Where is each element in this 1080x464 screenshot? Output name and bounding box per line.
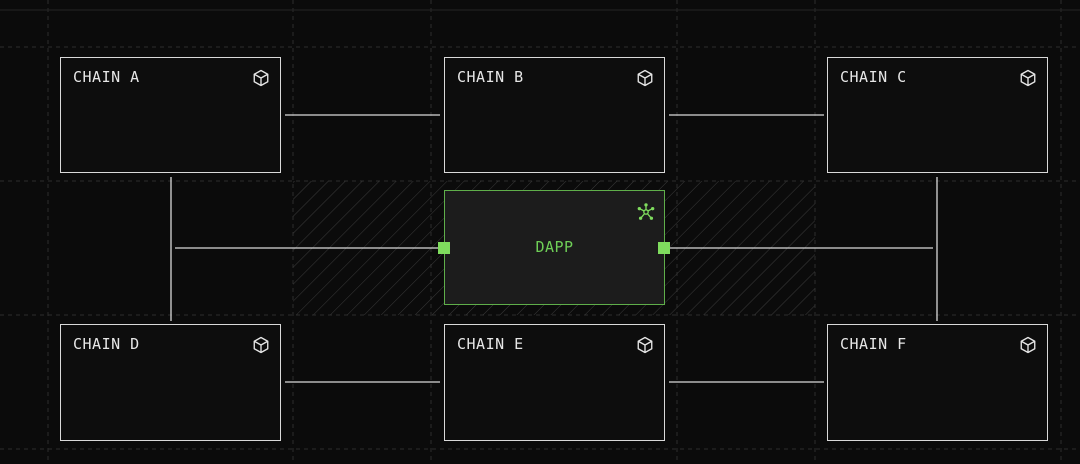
network-hub-icon — [637, 203, 655, 220]
dapp-node[interactable]: DAPP — [444, 190, 665, 305]
chain-d-label: CHAIN D — [73, 335, 140, 353]
chain-b-node[interactable]: CHAIN B — [444, 57, 665, 173]
chain-a-node[interactable]: CHAIN A — [60, 57, 281, 173]
connector-lines — [170, 114, 938, 383]
chain-c-node[interactable]: CHAIN C — [827, 57, 1048, 173]
chain-c-label: CHAIN C — [840, 68, 907, 86]
cube-icon — [253, 336, 269, 354]
chain-d-node[interactable]: CHAIN D — [60, 324, 281, 441]
chain-f-label: CHAIN F — [840, 335, 907, 353]
cube-icon — [1020, 336, 1036, 354]
chain-b-label: CHAIN B — [457, 68, 524, 86]
dapp-left-port[interactable] — [438, 242, 450, 254]
chain-f-node[interactable]: CHAIN F — [827, 324, 1048, 441]
chain-e-label: CHAIN E — [457, 335, 524, 353]
dapp-right-port[interactable] — [658, 242, 670, 254]
cube-icon — [637, 336, 653, 354]
cube-icon — [637, 69, 653, 87]
cube-icon — [253, 69, 269, 87]
chain-a-label: CHAIN A — [73, 68, 140, 86]
cube-icon — [1020, 69, 1036, 87]
chain-e-node[interactable]: CHAIN E — [444, 324, 665, 441]
dapp-label: DAPP — [535, 238, 574, 256]
